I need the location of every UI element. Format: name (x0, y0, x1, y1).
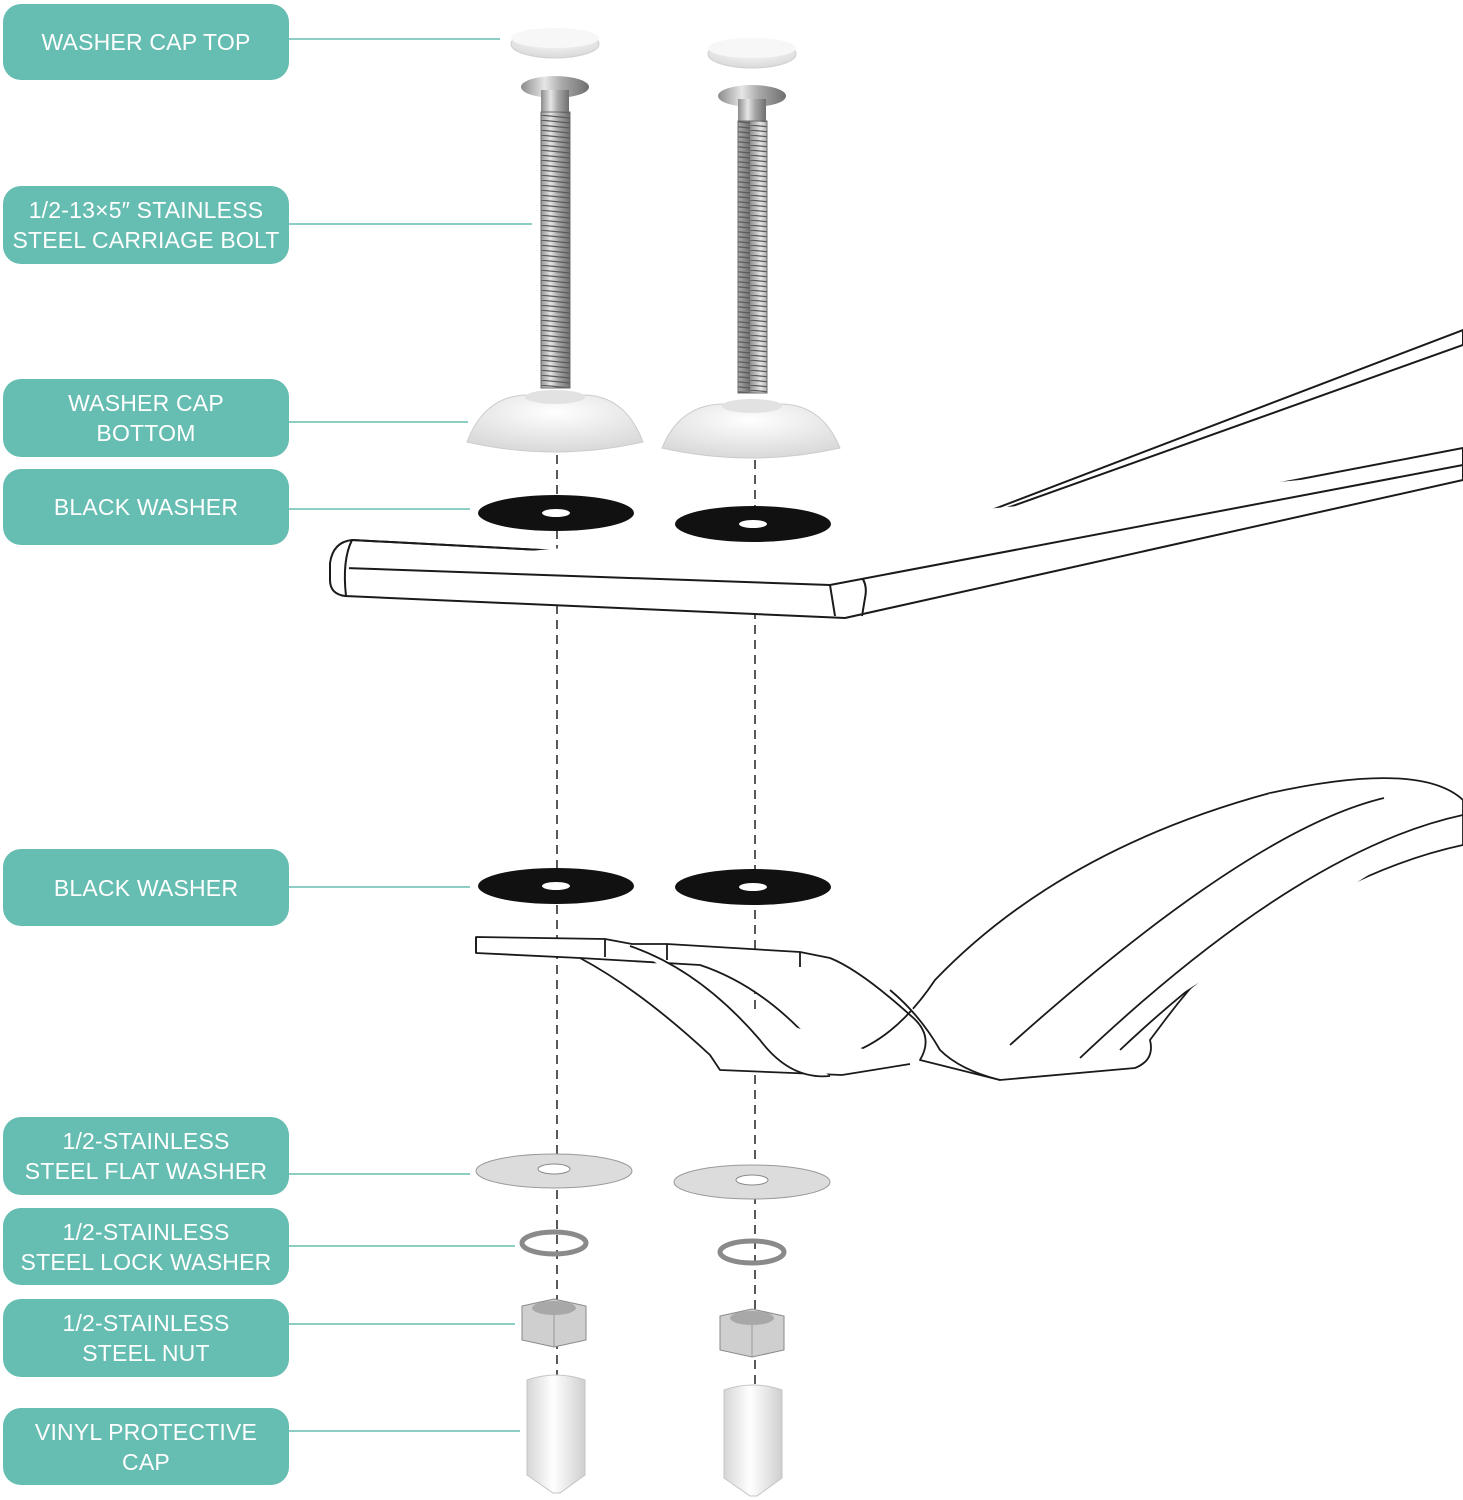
label-black-washer-top-line1: BLACK WASHER (53, 494, 239, 520)
nut-icon (521, 1298, 587, 1348)
washer-cap-bottom-icon (661, 403, 841, 459)
diving-board-icon (329, 329, 1463, 619)
board-stand-icon (475, 777, 1463, 1081)
label-vinyl-cap: VINYL PROTECTIVE CAP (3, 1408, 289, 1485)
label-nut-line1: 1/2-STAINLESS (62, 1310, 230, 1336)
label-black-washer-top: BLACK WASHER (3, 469, 289, 545)
vinyl-cap-icon (526, 1374, 586, 1494)
carriage-bolt-icon (521, 76, 589, 389)
label-carriage-bolt: 1/2-13×5″ STAINLESS STEEL CARRIAGE BOLT (3, 186, 289, 264)
label-lock-washer-line1: 1/2-STAINLESS (62, 1218, 230, 1245)
label-nut: 1/2-STAINLESS STEEL NUT (3, 1299, 289, 1377)
label-flat-washer-line1: 1/2-STAINLESS (62, 1128, 230, 1154)
leader-lines (289, 38, 532, 1432)
hardware-stack-left (466, 28, 644, 1494)
label-nut-line2: STEEL NUT (82, 1340, 210, 1366)
carriage-bolt-icon (718, 85, 786, 394)
label-washer-cap-bottom-line2: BOTTOM (96, 420, 196, 446)
label-flat-washer-line2: STEEL FLAT WASHER (24, 1158, 268, 1184)
lock-washer-icon (717, 1238, 787, 1266)
label-lock-washer: 1/2-STAINLESS STEEL LOCK WASHER (3, 1208, 289, 1285)
label-flat-washer: 1/2-STAINLESS STEEL FLAT WASHER (3, 1117, 289, 1195)
lock-washer-icon (519, 1229, 589, 1257)
label-black-washer-bottom-line1: BLACK WASHER (53, 874, 239, 901)
vinyl-cap-icon (723, 1384, 783, 1497)
nut-icon (719, 1308, 785, 1358)
hardware-stack-right (661, 38, 841, 1497)
label-carriage-bolt-line1: 1/2-13×5″ STAINLESS (28, 197, 264, 223)
label-vinyl-cap-line2: CAP (122, 1448, 170, 1475)
label-carriage-bolt-line2: STEEL CARRIAGE BOLT (12, 227, 280, 253)
washer-cap-bottom-icon (466, 394, 644, 453)
label-vinyl-cap-line1: VINYL PROTECTIVE (34, 1418, 258, 1445)
label-washer-cap-top-line1: WASHER CAP TOP (41, 29, 251, 55)
label-black-washer-bottom: BLACK WASHER (3, 849, 289, 926)
label-washer-cap-bottom-line1: WASHER CAP (68, 390, 224, 416)
label-lock-washer-line2: STEEL LOCK WASHER (20, 1248, 272, 1275)
label-washer-cap-top: WASHER CAP TOP (3, 4, 289, 80)
label-washer-cap-bottom: WASHER CAP BOTTOM (3, 379, 289, 457)
